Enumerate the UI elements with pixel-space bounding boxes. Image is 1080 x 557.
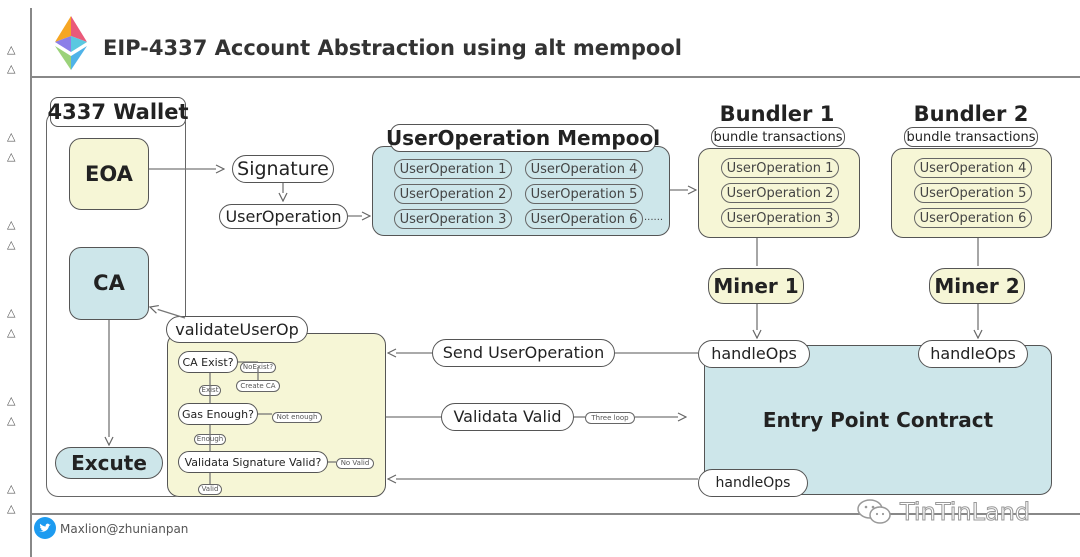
bundler2-op-4: UserOperation 4 — [914, 158, 1032, 178]
excute-box: Excute — [55, 447, 163, 479]
validate-user-op-node: validateUserOp — [166, 316, 308, 343]
footer-divider — [30, 513, 1080, 515]
handle-ops-return: handleOps — [698, 469, 808, 497]
handle-ops-miner2: handleOps — [918, 340, 1028, 368]
triangle-marker-icon: △ — [7, 150, 16, 163]
header-divider — [30, 76, 1080, 78]
mempool-op-3: UserOperation 3 — [394, 209, 512, 229]
mempool-op-5: UserOperation 5 — [525, 184, 643, 204]
triangle-marker-icon: △ — [7, 238, 16, 251]
twitter-bird-icon — [34, 517, 56, 539]
not-enough-label: Not enough — [272, 412, 322, 423]
bundler1-op-3: UserOperation 3 — [721, 208, 839, 228]
mempool-op-2: UserOperation 2 — [394, 184, 512, 204]
triangle-marker-icon: △ — [7, 218, 16, 231]
ca-box: CA — [69, 247, 149, 320]
validata-signature-check: Validata Signature Valid? — [178, 451, 328, 473]
ca-exist-check: CA Exist? — [178, 351, 238, 373]
bundler2-op-6: UserOperation 6 — [914, 208, 1032, 228]
triangle-marker-icon: △ — [7, 482, 16, 495]
triangle-marker-icon: △ — [7, 394, 16, 407]
eoa-box: EOA — [69, 138, 149, 210]
bundler2-title: Bundler 2 — [913, 102, 1029, 126]
mempool-ellipsis: ...... — [644, 212, 664, 223]
user-operation-node: UserOperation — [219, 204, 348, 229]
no-valid-label: No Valid — [336, 458, 374, 469]
triangle-marker-icon: △ — [7, 62, 16, 75]
triangle-marker-icon: △ — [7, 502, 16, 515]
triangle-marker-icon: △ — [7, 326, 16, 339]
gas-enough-check: Gas Enough? — [178, 403, 258, 425]
bundler1-subtitle: bundle transactions — [711, 127, 845, 147]
frame-left-border — [30, 8, 32, 557]
ethereum-logo-icon — [52, 14, 90, 72]
miner1-node: Miner 1 — [708, 268, 804, 304]
bundler2-subtitle: bundle transactions — [904, 127, 1038, 147]
valid-label: Valid — [198, 484, 222, 495]
send-user-operation-node: Send UserOperation — [432, 339, 615, 367]
bundler1-title: Bundler 1 — [719, 102, 835, 126]
wechat-icon — [856, 497, 894, 527]
bundler1-op-2: UserOperation 2 — [721, 183, 839, 203]
mempool-op-6: UserOperation 6 — [525, 209, 643, 229]
mempool-op-4: UserOperation 4 — [525, 159, 643, 179]
triangle-marker-icon: △ — [7, 130, 16, 143]
mempool-title: UserOperation Mempool — [385, 124, 661, 152]
bundler1-op-1: UserOperation 1 — [721, 158, 839, 178]
handle-ops-miner1: handleOps — [698, 340, 810, 368]
brand-watermark: TinTinLand — [899, 498, 1031, 526]
triangle-marker-icon: △ — [7, 43, 16, 56]
triangle-marker-icon: △ — [7, 306, 16, 319]
wallet-title: 4337 Wallet — [47, 97, 189, 127]
three-loop-label: Three loop — [585, 412, 635, 424]
twitter-handle: Maxlion@zhunianpan — [60, 522, 189, 536]
mempool-op-1: UserOperation 1 — [394, 159, 512, 179]
create-ca-label: Create CA — [236, 380, 280, 392]
page-title: EIP-4337 Account Abstraction using alt m… — [103, 36, 682, 60]
miner2-node: Miner 2 — [929, 268, 1025, 304]
mempool-box — [372, 146, 670, 236]
triangle-marker-icon: △ — [7, 414, 16, 427]
signature-node: Signature — [232, 155, 334, 183]
bundler2-op-5: UserOperation 5 — [914, 183, 1032, 203]
validata-valid-node: Validata Valid — [441, 403, 574, 431]
